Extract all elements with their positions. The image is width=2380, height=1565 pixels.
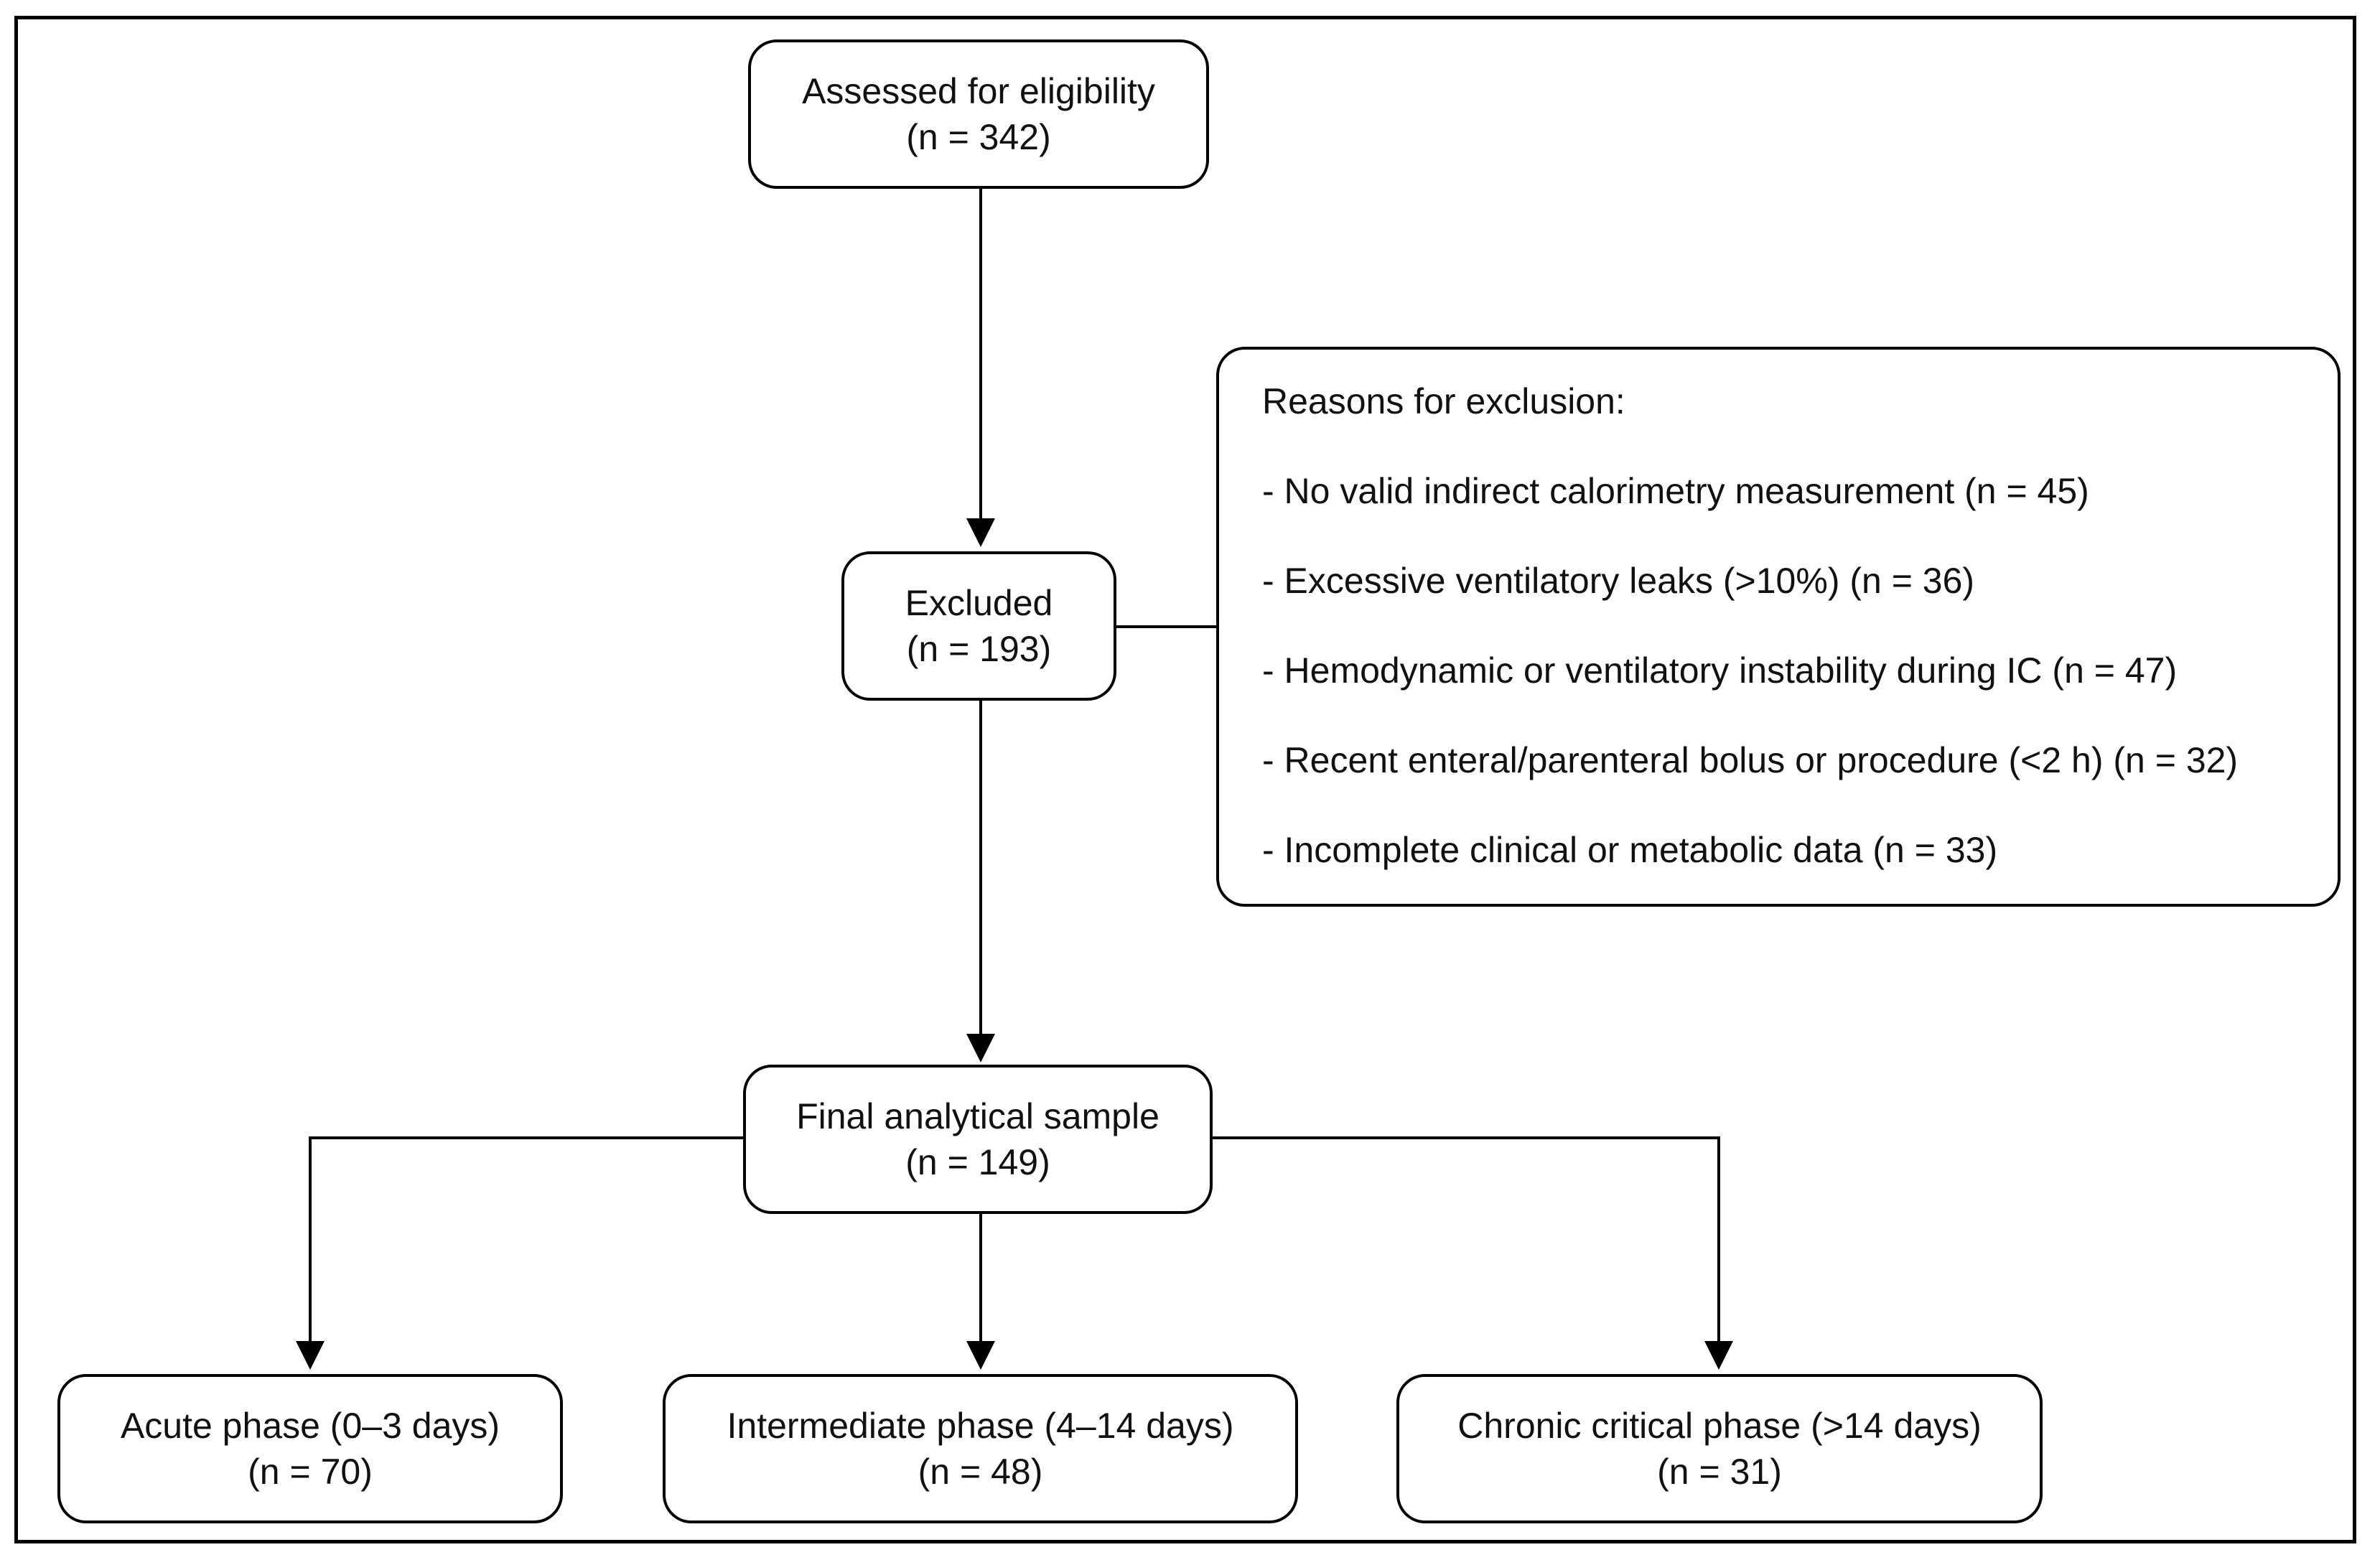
final-sample-label: Final analytical sample [796, 1096, 1159, 1136]
exclusion-reason-item: - Hemodynamic or ventilatory instability… [1262, 650, 2178, 691]
intermediate-phase-label: Intermediate phase (4–14 days) [727, 1406, 1234, 1446]
exclusion-reason-item: - Excessive ventilatory leaks (>10%) (n … [1262, 561, 1975, 601]
arrow-final-to-chronic [1213, 1136, 1733, 1370]
chronic-phase-box: Chronic critical phase (>14 days) (n = 3… [1396, 1374, 2043, 1523]
acute-phase-label: Acute phase (0–3 days) [120, 1406, 500, 1446]
excluded-box: Excluded (n = 193) [841, 551, 1116, 701]
exclusion-reason-item: - Incomplete clinical or metabolic data … [1262, 830, 1998, 870]
exclusion-reasons-title: Reasons for exclusion: [1262, 381, 1625, 421]
acute-phase-count: (n = 70) [248, 1452, 373, 1492]
intermediate-phase-count: (n = 48) [918, 1452, 1043, 1492]
chronic-phase-count: (n = 31) [1657, 1452, 1782, 1492]
acute-phase-box: Acute phase (0–3 days) (n = 70) [57, 1374, 563, 1523]
chronic-phase-label: Chronic critical phase (>14 days) [1457, 1406, 1982, 1446]
excluded-label: Excluded [905, 583, 1053, 623]
excluded-count: (n = 193) [906, 629, 1052, 669]
figure-frame [14, 16, 2356, 1543]
final-sample-count: (n = 149) [905, 1142, 1050, 1182]
assessed-label: Assessed for eligibility [802, 71, 1155, 111]
exclusion-reason-item: - Recent enteral/parenteral bolus or pro… [1262, 740, 2239, 780]
final-sample-box: Final analytical sample (n = 149) [743, 1065, 1213, 1214]
exclusion-reason-item: - No valid indirect calorimetry measurem… [1262, 471, 2089, 511]
arrow-final-to-acute [296, 1136, 743, 1370]
assessed-box: Assessed for eligibility (n = 342) [748, 39, 1209, 189]
intermediate-phase-box: Intermediate phase (4–14 days) (n = 48) [663, 1374, 1298, 1523]
assessed-count: (n = 342) [906, 117, 1051, 157]
exclusion-reasons-box: Reasons for exclusion: - No valid indire… [1216, 347, 2341, 907]
